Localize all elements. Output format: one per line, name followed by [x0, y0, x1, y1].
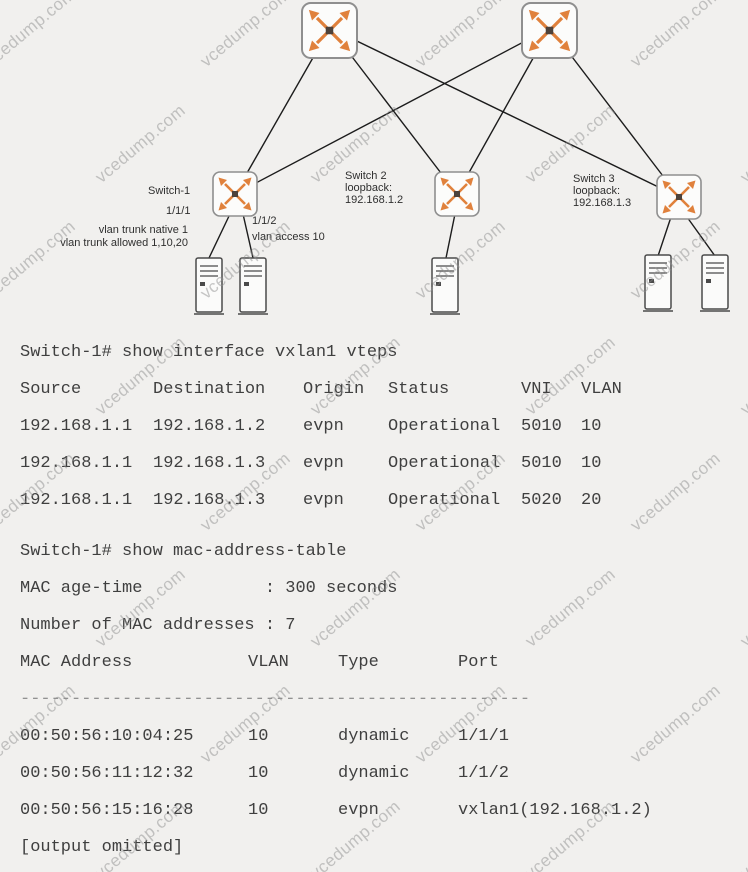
mac-age-line: MAC age-time : 300 seconds: [20, 570, 736, 607]
vteps-header-row: Source Destination Origin Status VNI VLA…: [20, 371, 736, 408]
vtep-destination: 192.168.1.2: [153, 417, 266, 436]
vtep-origin: evpn: [303, 491, 344, 510]
col-header-vni: VNI: [521, 380, 552, 399]
mac-type: evpn: [338, 801, 379, 820]
cli-command-text: Switch-1# show interface vxlan1 vteps: [20, 343, 398, 362]
vteps-row: 192.168.1.1 192.168.1.3 evpn Operational…: [20, 445, 736, 482]
switch-2-icon: [433, 170, 481, 218]
link-line: [686, 216, 716, 257]
switch2-loopback-ip: 192.168.1.2: [345, 194, 403, 206]
link-line: [445, 213, 456, 259]
spine-switch-2-icon: [520, 1, 579, 60]
col-header-port: Port: [458, 653, 499, 672]
vtep-source: 192.168.1.1: [20, 491, 133, 510]
vtep-status: Operational: [388, 417, 501, 436]
switch1-port2-label: 1/1/2: [252, 215, 276, 227]
mac-vlan: 10: [248, 727, 269, 746]
server-icon: [237, 257, 269, 315]
separator-dashes: ----------------------------------------…: [20, 690, 531, 709]
spine-switch-1-icon: [300, 1, 359, 60]
server-icon: [642, 254, 674, 312]
mac-row: 00:50:56:11:12:32 10 dynamic 1/1/2: [20, 755, 736, 792]
link-line: [242, 213, 254, 259]
vteps-row: 192.168.1.1 192.168.1.2 evpn Operational…: [20, 408, 736, 445]
watermark-text: vcedump.com: [736, 796, 748, 872]
mac-vlan: 10: [248, 764, 269, 783]
link-line: [208, 213, 231, 259]
col-header-destination: Destination: [153, 380, 266, 399]
mac-vlan: 10: [248, 801, 269, 820]
vtep-vlan: 10: [581, 454, 602, 473]
col-header-source: Source: [20, 380, 82, 399]
mac-count-text: Number of MAC addresses : 7: [20, 616, 296, 635]
leaf-server-links: [208, 213, 716, 259]
vteps-row: 192.168.1.1 192.168.1.3 evpn Operational…: [20, 482, 736, 519]
cli-command-vteps: Switch-1# show interface vxlan1 vteps: [20, 334, 736, 371]
vtep-origin: evpn: [303, 454, 344, 473]
vtep-vlan: 10: [581, 417, 602, 436]
mac-type: dynamic: [338, 727, 410, 746]
switch3-name-label: Switch 3: [573, 173, 615, 185]
mac-age-text: MAC age-time : 300 seconds: [20, 579, 398, 598]
link-line: [234, 27, 551, 195]
mac-table-separator: ----------------------------------------…: [20, 681, 736, 718]
switch1-port1-label: 1/1/1: [166, 205, 190, 217]
col-header-origin: Origin: [303, 380, 365, 399]
mac-count-line: Number of MAC addresses : 7: [20, 607, 736, 644]
vtep-status: Operational: [388, 491, 501, 510]
output-omitted-line: [output omitted]: [20, 829, 736, 866]
mac-row: 00:50:56:10:04:25 10 dynamic 1/1/1: [20, 718, 736, 755]
switch2-loopback-label: loopback:: [345, 182, 392, 194]
mac-header-row: MAC Address VLAN Type Port: [20, 644, 736, 681]
cli-command-mac: Switch-1# show mac-address-table: [20, 533, 736, 570]
vtep-vni: 5020: [521, 491, 562, 510]
mac-address: 00:50:56:11:12:32: [20, 764, 194, 783]
col-header-vlan: VLAN: [581, 380, 622, 399]
switch1-vlan-access-label: vlan access 10: [252, 231, 325, 243]
mac-address: 00:50:56:15:16:28: [20, 801, 194, 820]
switch1-trunk-native-label: vlan trunk native 1: [99, 224, 188, 236]
switch3-loopback-ip: 192.168.1.3: [573, 197, 631, 209]
vtep-vni: 5010: [521, 417, 562, 436]
mac-port: 1/1/1: [458, 727, 510, 746]
col-header-vlan: VLAN: [248, 653, 289, 672]
col-header-mac-address: MAC Address: [20, 653, 133, 672]
console-output: Switch-1# show interface vxlan1 vteps So…: [20, 334, 736, 866]
watermark-text: vcedump.com: [736, 332, 748, 419]
vtep-destination: 192.168.1.3: [153, 454, 266, 473]
mac-address: 00:50:56:10:04:25: [20, 727, 194, 746]
mac-row: 00:50:56:15:16:28 10 evpn vxlan1(192.168…: [20, 792, 736, 829]
switch3-loopback-label: loopback:: [573, 185, 620, 197]
link-line: [329, 27, 680, 198]
switch1-trunk-allowed-label: vlan trunk allowed 1,10,20: [60, 237, 188, 249]
link-line: [657, 216, 672, 257]
vtep-status: Operational: [388, 454, 501, 473]
vtep-vni: 5010: [521, 454, 562, 473]
cli-command-text: Switch-1# show mac-address-table: [20, 542, 347, 561]
watermark-text: vcedump.com: [736, 564, 748, 651]
network-topology-diagram: Switch-1 1/1/1 1/1/2 vlan trunk native 1…: [60, 1, 731, 315]
vtep-origin: evpn: [303, 417, 344, 436]
output-omitted-text: [output omitted]: [20, 838, 184, 857]
server-icon: [699, 254, 731, 312]
switch-1-icon: [211, 170, 259, 218]
mac-type: dynamic: [338, 764, 410, 783]
vtep-source: 192.168.1.1: [20, 417, 133, 436]
mac-port: vxlan1(192.168.1.2): [458, 801, 652, 820]
server-icon: [193, 257, 225, 315]
switch-3-icon: [655, 173, 703, 221]
vtep-vlan: 20: [581, 491, 602, 510]
mac-port: 1/1/2: [458, 764, 510, 783]
server-icon: [429, 257, 461, 315]
col-header-type: Type: [338, 653, 379, 672]
switch1-name-label: Switch-1: [148, 185, 190, 197]
switch2-name-label: Switch 2: [345, 170, 387, 182]
col-header-status: Status: [388, 380, 450, 399]
vtep-source: 192.168.1.1: [20, 454, 133, 473]
vtep-destination: 192.168.1.3: [153, 491, 266, 510]
